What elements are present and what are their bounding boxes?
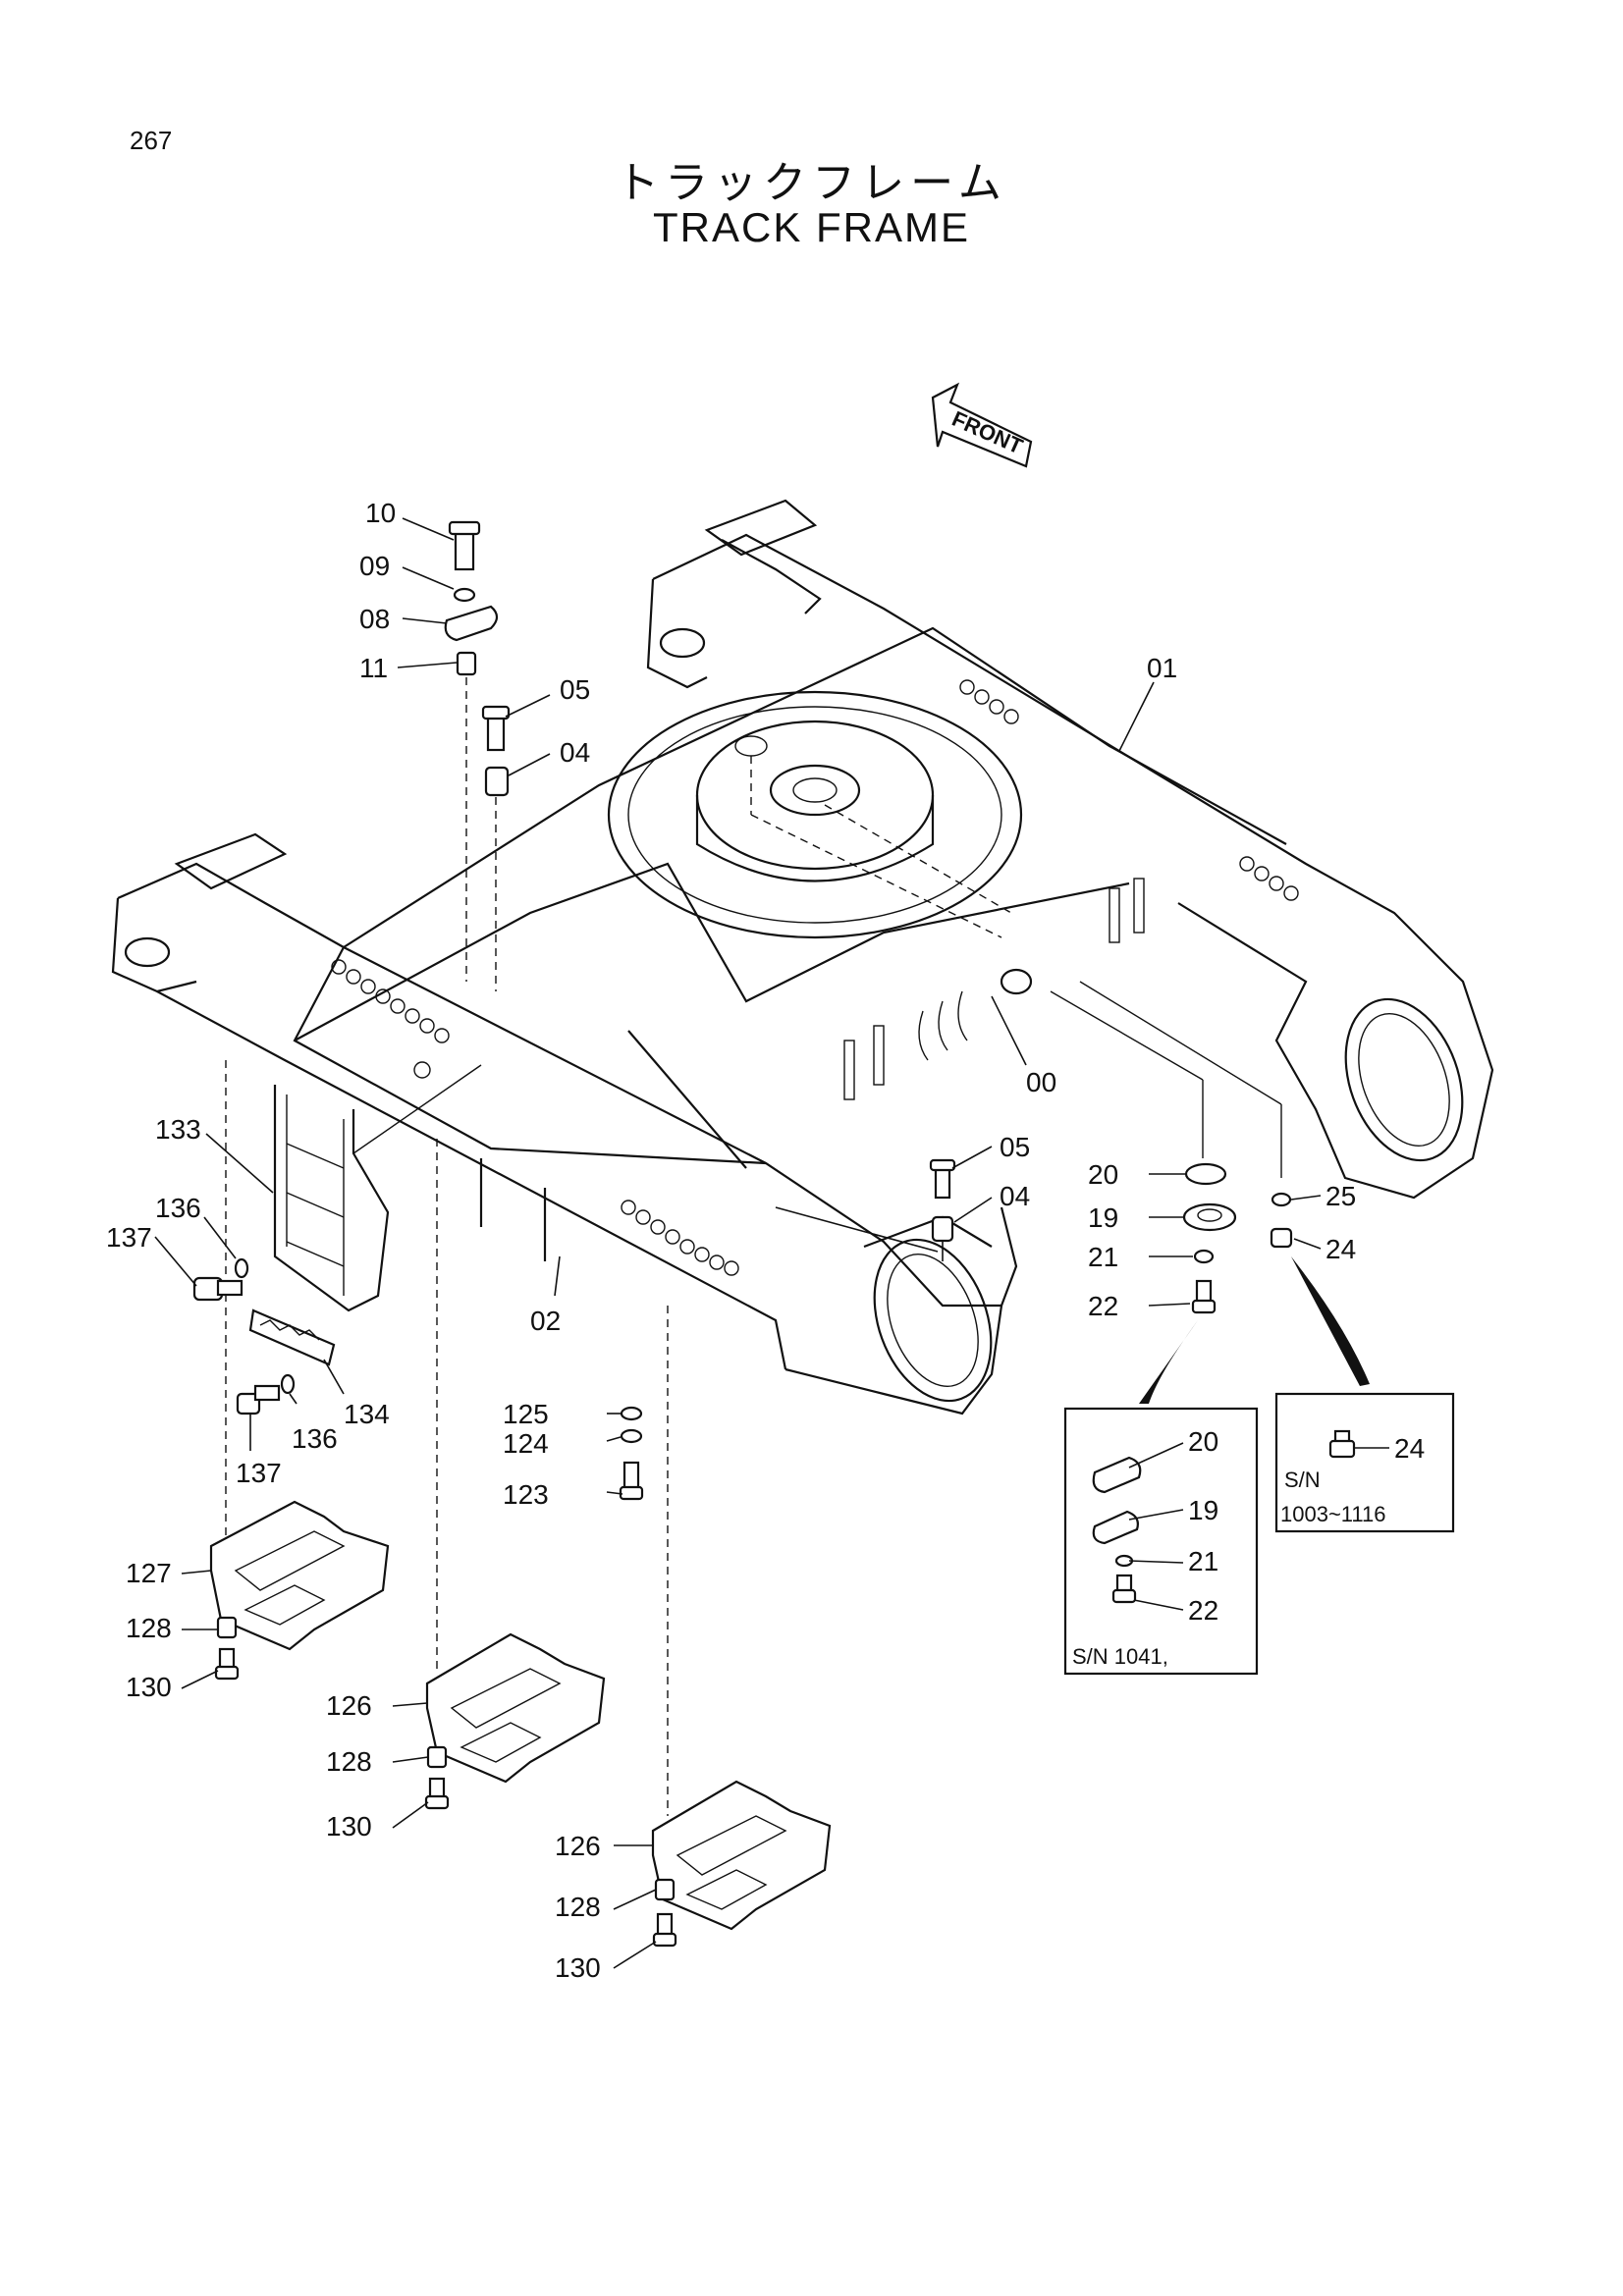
washer-136-upper xyxy=(234,1257,249,1279)
seal-19 xyxy=(1182,1202,1237,1232)
ladder-133 xyxy=(273,1064,482,1312)
callout-125: 125 xyxy=(503,1399,549,1429)
callout-25: 25 xyxy=(1325,1181,1356,1211)
guard-126-a xyxy=(425,1632,606,1784)
guard-126-b xyxy=(651,1780,832,1931)
callout-21: 21 xyxy=(1088,1242,1118,1272)
callout-01: 01 xyxy=(1147,653,1177,683)
callout-08: 08 xyxy=(359,604,390,634)
callout-09: 09 xyxy=(359,551,390,581)
bolt-05-lower xyxy=(929,1158,956,1200)
callout-05-lower: 05 xyxy=(1000,1132,1030,1162)
inset-b-serial-label: S/N xyxy=(1284,1468,1321,1492)
callout-136-lower: 136 xyxy=(292,1423,338,1454)
bolt-130-c xyxy=(652,1912,677,1948)
step-134 xyxy=(248,1308,336,1366)
bolt-130-a xyxy=(214,1647,240,1681)
spacer-128-b xyxy=(426,1745,448,1769)
bolt-137-lower xyxy=(236,1384,281,1415)
callout-05-upper: 05 xyxy=(560,674,590,705)
inset-a-callout-20: 20 xyxy=(1188,1426,1218,1457)
track-frame-drawing xyxy=(111,499,1494,1816)
callout-128-b: 128 xyxy=(326,1746,372,1777)
callout-124: 124 xyxy=(503,1428,549,1459)
callout-00: 00 xyxy=(1026,1067,1056,1097)
bolt-05-upper xyxy=(481,705,511,752)
title-japanese: トラックフレーム xyxy=(616,158,1007,208)
inset-sn-1041: 20 19 21 22 S/N 1041, xyxy=(1063,1407,1259,1676)
washer-125 xyxy=(620,1406,643,1421)
inset-a-callout-21: 21 xyxy=(1188,1546,1218,1576)
callout-19: 19 xyxy=(1088,1202,1118,1233)
spacer-04-upper xyxy=(484,766,510,797)
spacer-04-lower xyxy=(931,1215,954,1243)
bolt-123 xyxy=(619,1461,644,1501)
bolt-22 xyxy=(1191,1279,1217,1314)
callout-24: 24 xyxy=(1325,1234,1356,1264)
callout-128-c: 128 xyxy=(555,1892,601,1922)
callout-10: 10 xyxy=(365,498,396,528)
callout-04-upper: 04 xyxy=(560,737,590,768)
callout-127: 127 xyxy=(126,1558,172,1588)
inset-a-callout-19: 19 xyxy=(1188,1495,1218,1525)
callout-22: 22 xyxy=(1088,1291,1118,1321)
callout-126-b: 126 xyxy=(555,1831,601,1861)
callout-20: 20 xyxy=(1088,1159,1118,1190)
callout-137-upper: 137 xyxy=(106,1222,152,1253)
washer-136-lower xyxy=(280,1373,296,1395)
callout-126-a: 126 xyxy=(326,1690,372,1721)
callout-134: 134 xyxy=(344,1399,390,1429)
title-english: TRACK FRAME xyxy=(652,204,970,250)
spacer-128-c xyxy=(654,1878,676,1901)
bolt-10 xyxy=(448,520,481,571)
washer-124 xyxy=(620,1428,643,1444)
inset-b-serial-range: 1003~1116 xyxy=(1280,1502,1385,1526)
bolt-137-upper xyxy=(192,1276,243,1302)
callout-130-b: 130 xyxy=(326,1811,372,1842)
callout-130-a: 130 xyxy=(126,1672,172,1702)
guard-127 xyxy=(209,1500,390,1651)
callout-136-upper: 136 xyxy=(155,1193,201,1223)
inset-a-serial: S/N 1041, xyxy=(1072,1644,1168,1669)
callout-137-lower: 137 xyxy=(236,1458,282,1488)
spacer-128-a xyxy=(216,1616,238,1639)
plug-24 xyxy=(1270,1227,1293,1249)
washer-09 xyxy=(453,587,476,603)
inset-a-callout-22: 22 xyxy=(1188,1595,1218,1626)
callout-04-lower: 04 xyxy=(1000,1181,1030,1211)
plate-08 xyxy=(444,605,499,642)
inset-b-callout-24: 24 xyxy=(1394,1433,1425,1464)
callout-123: 123 xyxy=(503,1479,549,1510)
callout-128-a: 128 xyxy=(126,1613,172,1643)
washer-25 xyxy=(1271,1192,1292,1207)
callout-11: 11 xyxy=(359,653,388,683)
bolt-130-b xyxy=(424,1777,450,1810)
front-arrow-icon: FRONT xyxy=(931,382,1033,468)
inset-sn-1003-1116: 24 S/N 1003~1116 xyxy=(1274,1392,1455,1533)
spacer-11 xyxy=(456,651,477,676)
callout-133: 133 xyxy=(155,1114,201,1145)
page-number: 267 xyxy=(130,126,173,155)
cover-20 xyxy=(1184,1162,1227,1186)
callout-02: 02 xyxy=(530,1306,561,1336)
washer-21 xyxy=(1193,1249,1215,1264)
callout-130-c: 130 xyxy=(555,1952,601,1983)
